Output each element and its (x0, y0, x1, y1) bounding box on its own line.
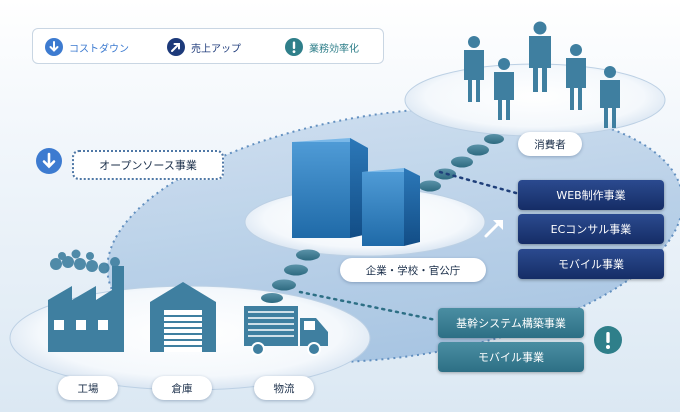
legend-cost-down-label: コストダウン (69, 43, 129, 55)
sales-up-arrow-icon (484, 220, 503, 238)
legend-efficiency: 業務効率化 (285, 37, 359, 57)
service-mobile-sales: モバイル事業 (518, 249, 664, 279)
down-arrow-icon (45, 38, 63, 56)
up-right-arrow-icon (167, 38, 185, 56)
truck-icon (244, 306, 328, 356)
service-mobile-efficiency: モバイル事業 (438, 342, 584, 372)
consumers-icon (464, 21, 620, 128)
efficiency-icon (594, 326, 622, 354)
service-ec-consulting: ECコンサル事業 (518, 214, 664, 244)
factory-label: 工場 (58, 376, 118, 400)
office-buildings-icon (292, 138, 420, 246)
exclamation-icon (285, 38, 303, 56)
factory-icon (48, 249, 124, 352)
legend-efficiency-label: 業務効率化 (309, 43, 359, 55)
warehouse-icon (150, 282, 216, 352)
warehouse-label: 倉庫 (152, 376, 212, 400)
open-source-label: オープンソース事業 (72, 150, 224, 180)
logistics-label: 物流 (254, 376, 314, 400)
cost-down-icon (36, 148, 62, 174)
legend: コストダウン 売上アップ 業務効率化 (32, 28, 384, 64)
legend-sales-up-label: 売上アップ (191, 43, 241, 55)
service-web-production: WEB制作事業 (518, 180, 664, 210)
consumers-label: 消費者 (518, 132, 582, 156)
legend-cost-down: コストダウン (45, 37, 129, 57)
companies-label: 企業・学校・官公庁 (340, 258, 486, 282)
service-core-systems: 基幹システム構築事業 (438, 308, 584, 338)
legend-sales-up: 売上アップ (167, 37, 241, 57)
